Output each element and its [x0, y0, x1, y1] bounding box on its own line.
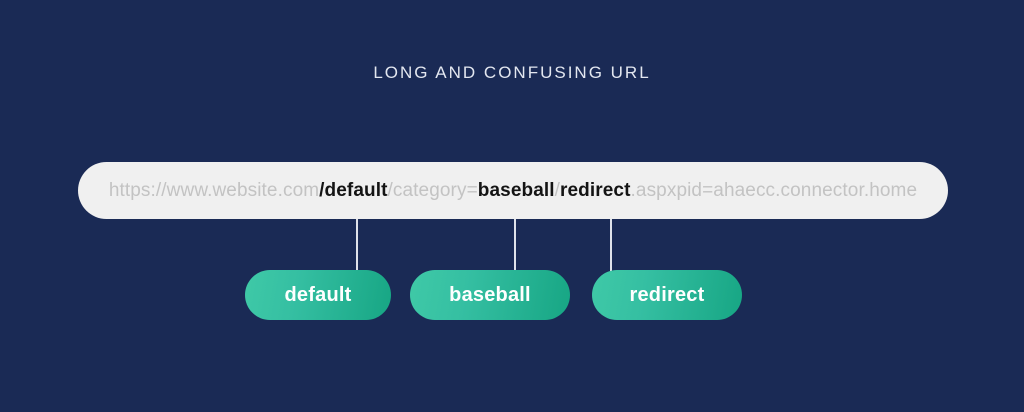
callout-pill-label: baseball: [449, 283, 531, 306]
url-segment-query-tail: .aspxpid=ahaecc.connector.home: [630, 180, 918, 201]
connector-line-default: [356, 219, 358, 271]
callout-pill-baseball[interactable]: baseball: [410, 270, 570, 320]
url-bar[interactable]: https://www.website.com/default/category…: [78, 162, 948, 219]
callout-pill-label: default: [284, 283, 352, 306]
callout-pill-redirect[interactable]: redirect: [592, 270, 742, 320]
url-segment-default: /default: [319, 180, 388, 201]
callout-pill-label: redirect: [629, 283, 705, 306]
url-segment-slash: /: [554, 180, 561, 201]
url-text: https://www.website.com/default/category…: [109, 181, 917, 200]
connector-line-baseball: [514, 219, 516, 271]
url-segment-baseball: baseball: [477, 180, 555, 201]
connector-line-redirect: [610, 219, 612, 271]
callout-pill-default[interactable]: default: [245, 270, 391, 320]
url-segment-category: /category=: [387, 180, 478, 201]
url-segment-redirect: redirect: [560, 180, 631, 201]
url-segment-protocol-host: https://www.website.com: [108, 180, 320, 201]
page-title: LONG AND CONFUSING URL: [373, 63, 651, 82]
